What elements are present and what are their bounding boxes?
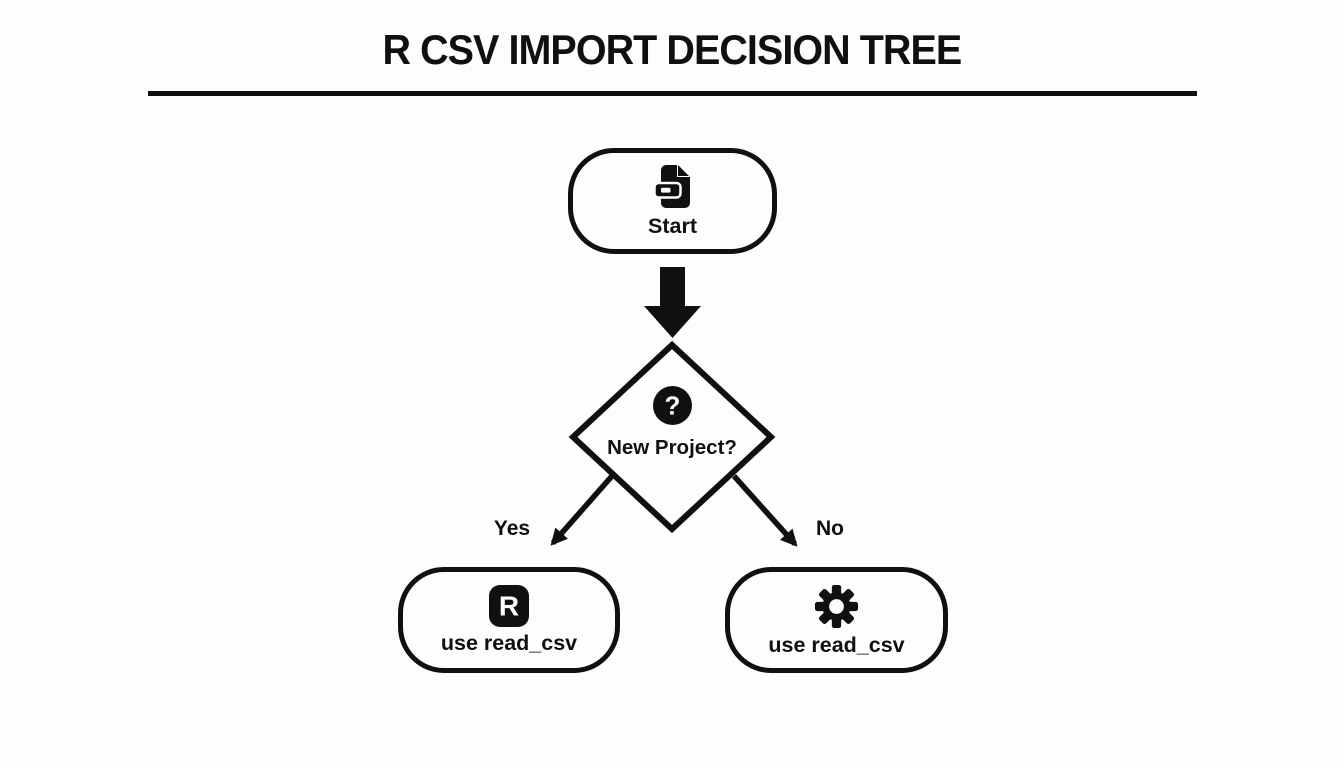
csv-file-icon [651, 163, 695, 211]
down-arrow [644, 267, 701, 338]
question-glyph: ? [664, 391, 680, 421]
decision-content: ? New Project? [572, 385, 772, 460]
start-label: Start [648, 214, 697, 238]
node-use-read-csv-yes: R use read_csv [398, 567, 620, 673]
gear-icon [813, 583, 860, 630]
node-start: Start [568, 148, 777, 254]
node-use-read-csv-no: use read_csv [725, 567, 948, 673]
title-underline [148, 91, 1197, 96]
no-node-label: use read_csv [768, 632, 905, 657]
decision-label: New Project? [607, 436, 737, 459]
yes-connector [550, 474, 615, 546]
r-glyph: R [499, 591, 519, 622]
no-edge-label: No [816, 517, 844, 540]
no-connector [731, 474, 798, 547]
r-logo-icon: R [488, 584, 530, 628]
page-title: R CSV IMPORT DECISION TREE [0, 26, 1344, 74]
yes-node-label: use read_csv [440, 631, 578, 655]
question-mark-icon: ? [652, 385, 693, 431]
page-title-text: R CSV IMPORT DECISION TREE [382, 26, 963, 73]
yes-edge-label: Yes [493, 517, 531, 540]
decision-diamond [568, 340, 776, 534]
